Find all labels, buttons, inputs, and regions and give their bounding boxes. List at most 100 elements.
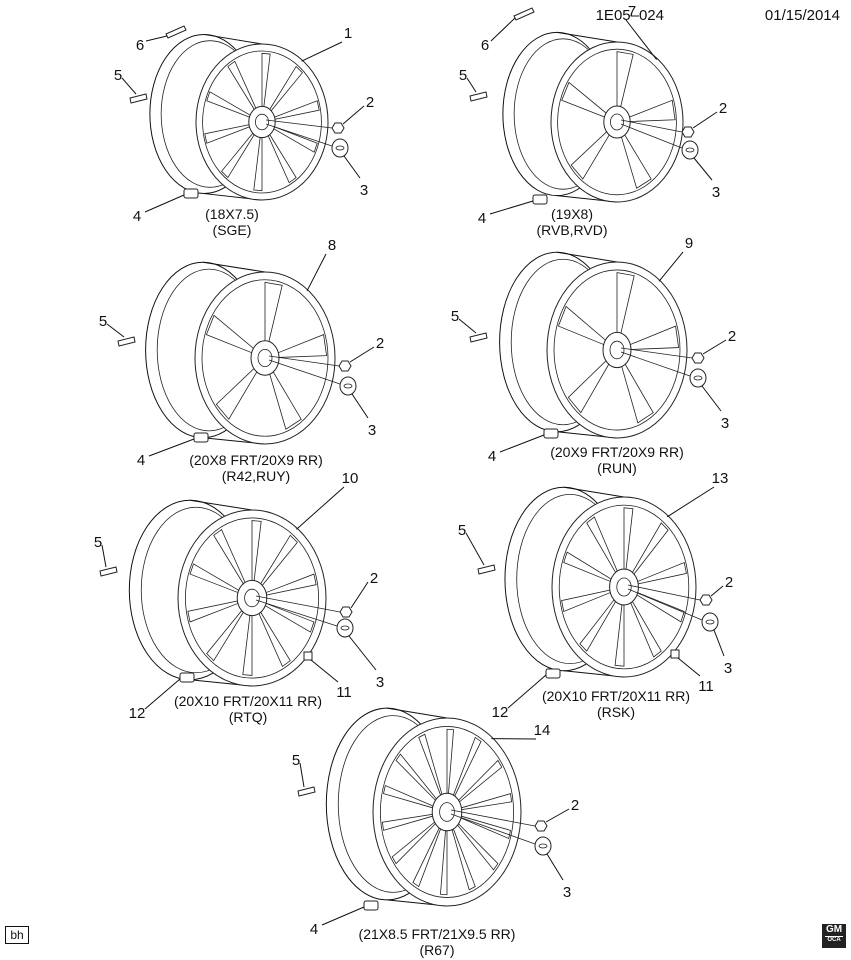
part-callout-number: 2: [366, 94, 374, 111]
wheel-weight: [469, 91, 488, 102]
wheel-option-caption: (R42,RUY): [222, 468, 290, 484]
wheel-nut: [338, 360, 352, 372]
cap-axis-line: [255, 599, 338, 627]
wheel-callout-number: 13: [712, 470, 729, 487]
callout-leader: [310, 659, 339, 683]
callout-leader: [321, 906, 365, 926]
gm-logo-subtext: OCA: [825, 936, 843, 944]
wheel-option-caption: (SGE): [213, 222, 252, 238]
valve-cap: [670, 649, 680, 659]
center-cap: [681, 140, 699, 160]
wheel-callout-leader: [296, 486, 345, 530]
center-cap-emblem: [693, 375, 703, 381]
wheel-hub-center: [609, 340, 625, 360]
part-callout-number: 4: [133, 208, 141, 225]
wheel-callout-leader: [658, 251, 684, 282]
nut-axis-line: [255, 595, 341, 613]
center-cap-emblem: [685, 147, 695, 153]
barrel-edge-top: [556, 31, 618, 43]
part-callout-number: 4: [488, 448, 496, 465]
wheel-callout-leader: [666, 486, 715, 518]
callout-leader: [499, 434, 545, 453]
tire-pressure-sensor: [532, 194, 548, 205]
cap-axis-line: [450, 813, 536, 845]
callout-leader: [710, 585, 724, 597]
tire-pressure-sensor: [183, 188, 199, 199]
wheel-hub: [603, 105, 631, 139]
diagram-ref-number: 1E05–024: [596, 7, 664, 24]
part-callout-number: 4: [478, 210, 486, 227]
wheel-hub-center: [257, 348, 273, 367]
callout-leader: [507, 674, 547, 709]
wheel-weight: [477, 564, 496, 575]
part-callout-number: 5: [94, 534, 102, 551]
center-cap-emblem: [343, 383, 353, 389]
part-callout-number: 5: [114, 67, 122, 84]
wheel-weight: [117, 336, 136, 347]
wheel-face-inner-rim: [202, 50, 322, 194]
callout-leader: [348, 635, 377, 671]
wheel-callout-number: 14: [534, 722, 551, 739]
part-callout-number: 3: [721, 415, 729, 432]
part-callout-number: 5: [451, 308, 459, 325]
wheel-hub-center: [254, 113, 269, 131]
wheel-hub: [602, 331, 632, 369]
wheel-face-inner-rim: [379, 726, 514, 898]
callout-leader: [489, 200, 534, 215]
wheel-groups: 1(18X7.5)(SGE)654237(19X8)(RVB,RVD)65423…: [94, 3, 736, 958]
callout-leader: [693, 157, 713, 181]
part-callout-number: 4: [137, 452, 145, 469]
wheel-callout-leader: [306, 253, 327, 292]
gm-logo-text: GM: [825, 924, 843, 935]
wheel-size-caption: (18X7.5): [205, 206, 259, 222]
part-callout-number: 3: [724, 660, 732, 677]
part-callout-number: 3: [563, 884, 571, 901]
nut-axis-line: [627, 584, 701, 601]
callout-leader: [545, 808, 570, 823]
wheel-callout-number: 8: [328, 237, 336, 254]
part-callout-number: 12: [129, 705, 146, 722]
center-cap-emblem: [340, 625, 350, 631]
callout-leader: [144, 678, 181, 710]
callout-leader: [465, 532, 485, 566]
part-callout-number: 6: [136, 37, 144, 54]
part-callout-number: 2: [376, 335, 384, 352]
cap-axis-line: [620, 351, 691, 377]
barrel-edge-top: [563, 486, 625, 498]
center-cap-emblem: [538, 843, 548, 849]
wheel-hub: [236, 579, 268, 617]
callout-leader: [546, 853, 564, 881]
wheel-weight: [469, 332, 488, 343]
part-callout-number: 2: [719, 100, 727, 117]
wheel-hub: [248, 105, 276, 139]
wheel-nut: [699, 594, 713, 606]
wheel-option-caption: (R67): [419, 942, 454, 958]
callout-leader: [343, 155, 361, 179]
wheel-hub-center: [616, 577, 632, 597]
wheel-hub-center: [244, 588, 260, 608]
wheel-face-inner-rim: [553, 269, 681, 431]
wheel-face-inner-rim: [201, 279, 329, 437]
wheel-callout-number: 9: [685, 235, 693, 252]
wheel-option-caption: (RUN): [597, 460, 637, 476]
callout-leader: [101, 544, 107, 568]
callout-leader: [490, 17, 516, 42]
wheel-weight: [129, 93, 148, 104]
cap-axis-line: [627, 588, 703, 621]
center-cap: [331, 138, 349, 158]
wheel-size-caption: (19X8): [551, 206, 593, 222]
wheel-option-caption: (RTQ): [229, 709, 268, 725]
center-cap: [689, 368, 707, 388]
wheel-nut: [681, 126, 695, 138]
wheel-nut: [691, 352, 705, 364]
callout-leader: [350, 581, 369, 609]
valve-stem: [165, 25, 187, 39]
wheel-nut: [331, 122, 345, 134]
wheel-size-caption: (20X10 FRT/20X11 RR): [174, 693, 322, 709]
wheel-face-inner-rim: [558, 504, 690, 670]
valve-cap: [303, 651, 313, 661]
